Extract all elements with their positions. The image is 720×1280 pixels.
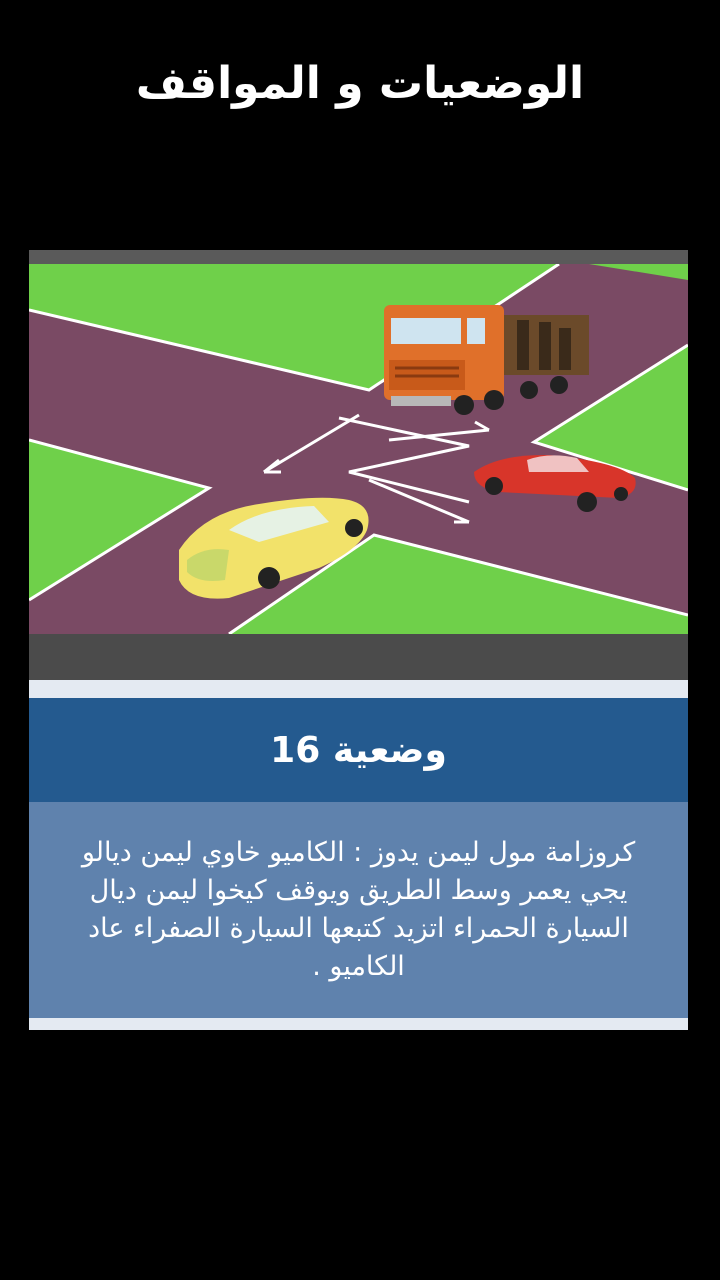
situation-card[interactable]: وضعية 16 كروزامة مول ليمن يدوز : الكاميو… — [29, 250, 688, 1030]
direction-arrows — [263, 413, 490, 524]
divider-strip — [29, 680, 688, 698]
situation-header: وضعية 16 — [29, 698, 688, 802]
illustration-top-band — [29, 250, 688, 264]
page-title: الوضعيات و المواقف — [135, 58, 585, 109]
illustration-bottom-band — [29, 634, 688, 680]
situation-description: كروزامة مول ليمن يدوز : الكاميو خاوي ليم… — [81, 837, 636, 982]
bottom-strip — [29, 1018, 688, 1030]
situation-title: وضعية 16 — [270, 729, 447, 771]
yellow-car-icon — [179, 497, 369, 599]
intersection-svg — [29, 262, 688, 636]
intersection-illustration — [29, 250, 688, 680]
red-car-icon — [474, 454, 636, 512]
truck-icon — [384, 305, 589, 415]
road-edge-bottom — [228, 533, 688, 636]
grass-left — [29, 440, 209, 600]
grass-top-left — [29, 264, 559, 390]
road-edge-right — [530, 343, 688, 492]
grass-bottom — [229, 535, 688, 634]
grass-top-right — [589, 264, 688, 280]
road-edge-left — [29, 438, 213, 602]
situation-body: كروزامة مول ليمن يدوز : الكاميو خاوي ليم… — [29, 802, 688, 1018]
